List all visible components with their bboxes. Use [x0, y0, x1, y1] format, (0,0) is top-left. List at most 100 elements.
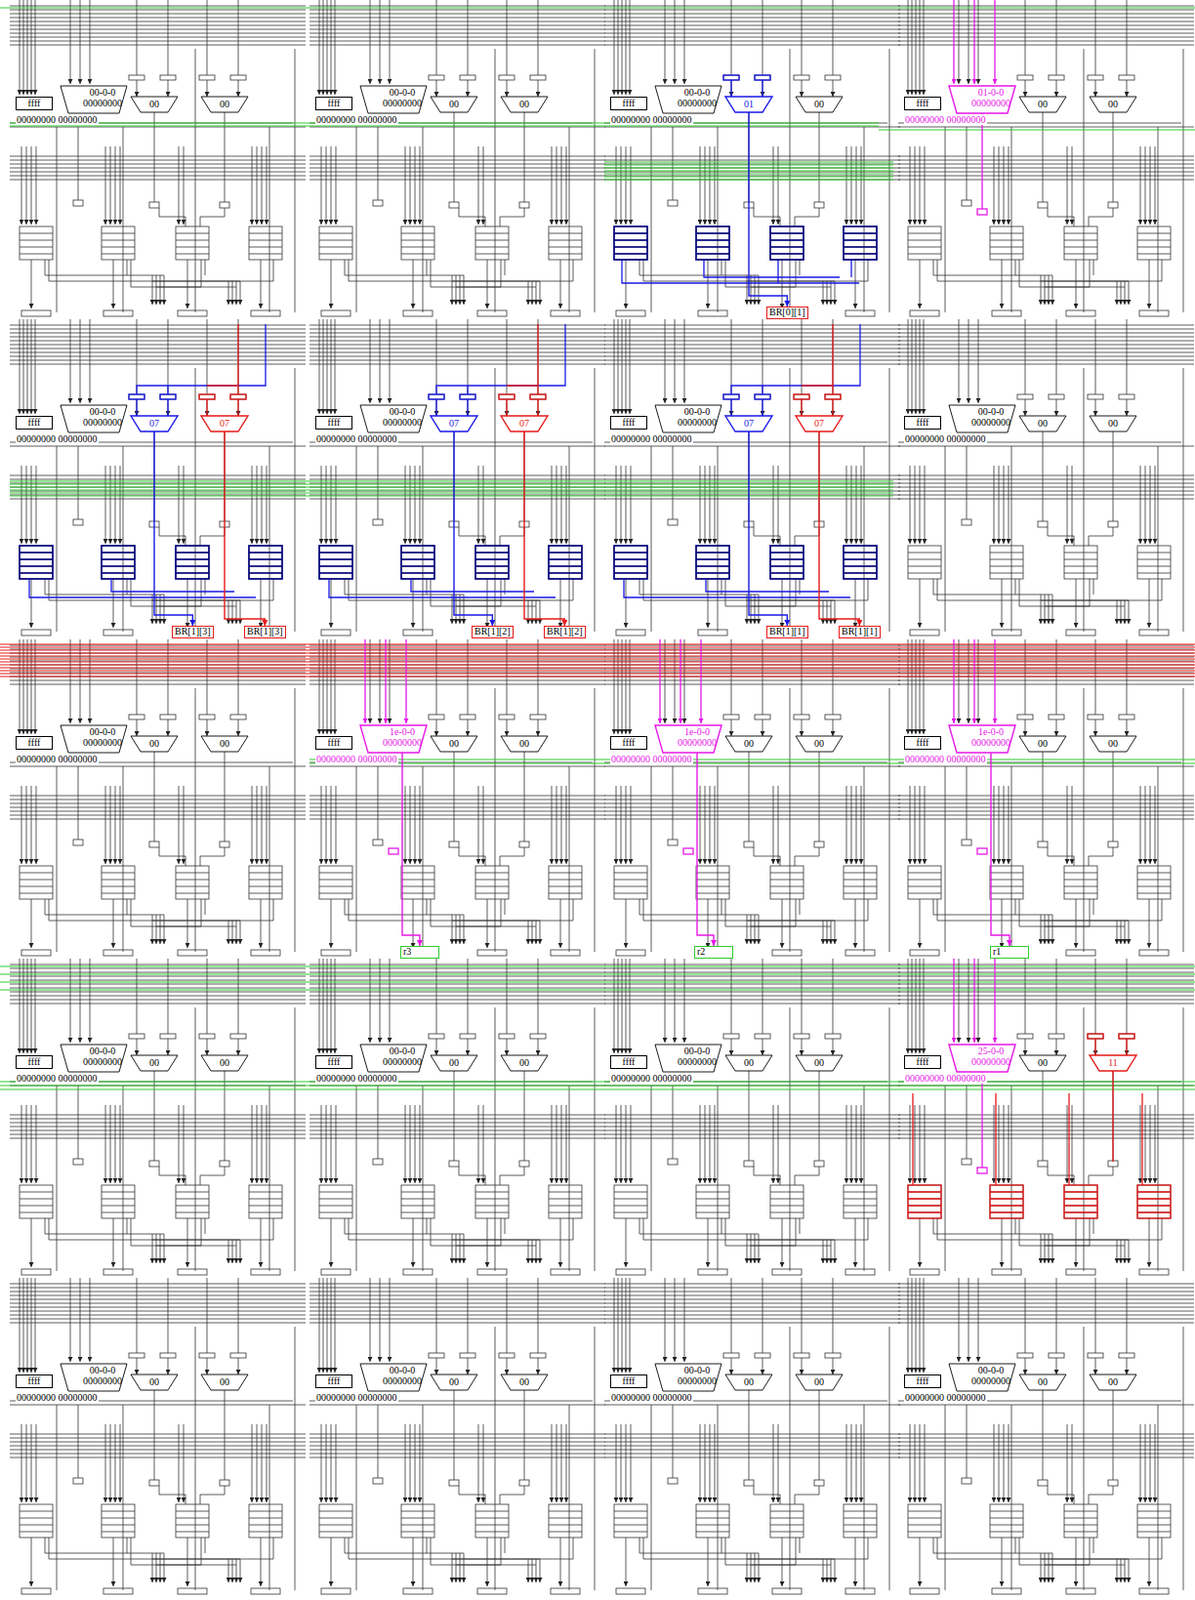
alu-config: 00000000: [948, 1375, 1033, 1387]
register-box: ffff: [15, 415, 53, 430]
alu-config: 00000000: [360, 737, 445, 748]
alu-trapezoid: 00-0-00000000000000000 00000000: [60, 1044, 145, 1072]
register-box: ffff: [15, 1374, 53, 1389]
alu-config: 00000000 00000000: [315, 433, 399, 445]
alu-config: 00000000 00000000: [610, 1392, 694, 1403]
alu-config: 00000000: [948, 416, 1033, 428]
branch-name: BR[1][1]: [769, 626, 806, 637]
register-text: ffff: [16, 1056, 52, 1069]
mux-trapezoid: 01: [725, 96, 773, 113]
mux-select: 00: [430, 738, 478, 749]
register-label: r2: [694, 946, 734, 959]
alu-opcode: 00-0-0: [360, 1045, 445, 1057]
mux-select: 00: [130, 738, 178, 749]
mux-trapezoid: 00: [500, 96, 548, 113]
register-text: ffff: [316, 97, 352, 110]
alu-opcode: 25-0-0: [948, 1045, 1033, 1057]
mux-trapezoid: 07: [725, 415, 773, 432]
alu-opcode: 00-0-0: [655, 1045, 740, 1057]
mux-trapezoid: 00: [430, 736, 478, 752]
register-box: ffff: [610, 415, 648, 430]
register-box: ffff: [904, 415, 942, 430]
mux-select: 01: [725, 98, 773, 110]
mux-select: 00: [1089, 1376, 1137, 1388]
alu-config: 00000000 00000000: [610, 433, 694, 445]
mux-trapezoid: 00: [201, 1055, 248, 1072]
mux-select: 00: [500, 1057, 548, 1069]
register-text: ffff: [16, 416, 52, 429]
connector: [453, 431, 493, 626]
register-box: ffff: [904, 96, 942, 111]
alu-trapezoid: 00-0-00000000000000000 00000000: [655, 1363, 740, 1392]
mux-trapezoid: 00: [130, 96, 178, 113]
alu-trapezoid: 1e-0-00000000000000000 00000000: [948, 725, 1033, 753]
alu-opcode: 1e-0-0: [655, 726, 740, 738]
mux-trapezoid: 07: [201, 415, 248, 432]
mux-select: 07: [130, 417, 178, 429]
register-box: ffff: [315, 1374, 353, 1389]
mux-trapezoid: 00: [795, 736, 843, 752]
alu-config: 00000000 00000000: [610, 114, 694, 125]
register-text: ffff: [611, 737, 647, 749]
alu-config: 00000000: [948, 737, 1033, 748]
alu-config: 00000000 00000000: [315, 1392, 399, 1403]
mux-trapezoid: 00: [201, 736, 248, 752]
register-text: ffff: [905, 97, 941, 110]
register-box: ffff: [904, 736, 942, 750]
mux-trapezoid: 00: [725, 736, 773, 752]
mux-trapezoid: 00: [130, 1374, 178, 1391]
register-box: ffff: [315, 415, 353, 430]
mux-trapezoid: 00: [500, 1374, 548, 1391]
alu-opcode: 00-0-0: [360, 1364, 445, 1376]
alu-opcode: 1e-0-0: [948, 726, 1033, 738]
mux-select: 00: [725, 1376, 773, 1388]
connector: [819, 431, 860, 626]
alu-config: 00000000: [360, 97, 445, 109]
alu-opcode: 00-0-0: [60, 1364, 145, 1376]
alu-trapezoid: 00-0-00000000000000000 00000000: [948, 1363, 1033, 1392]
register-text: ffff: [905, 1375, 941, 1388]
register-text: ffff: [16, 737, 52, 749]
register-text: ffff: [905, 416, 941, 429]
mux-select: 00: [500, 738, 548, 749]
alu-config: 00000000: [655, 737, 740, 748]
mux-trapezoid: 00: [725, 1055, 773, 1072]
alu-config: 00000000: [360, 1375, 445, 1387]
alu-opcode: 00-0-0: [360, 86, 445, 98]
alu-trapezoid: 1e-0-00000000000000000 00000000: [655, 725, 740, 753]
mux-select: 00: [1019, 1376, 1067, 1388]
mux-select: 00: [795, 1057, 843, 1069]
mux-select: 00: [500, 98, 548, 110]
alu-opcode: 01-0-0: [948, 86, 1033, 98]
register-text: ffff: [905, 1056, 941, 1069]
alu-config: 00000000: [948, 1056, 1033, 1068]
connector: [402, 752, 420, 947]
register-text: ffff: [316, 737, 352, 749]
mux-trapezoid: 07: [500, 415, 548, 432]
register-box: ffff: [904, 1055, 942, 1070]
register-box: ffff: [610, 96, 648, 111]
mux-trapezoid: 11: [1089, 1055, 1137, 1072]
branch-label: BR[1][3]: [171, 625, 214, 639]
mux-trapezoid: 00: [1019, 736, 1067, 752]
alu-config: 00000000: [60, 97, 145, 109]
mux-trapezoid: 00: [500, 736, 548, 752]
register-name: r1: [992, 947, 1029, 957]
connector: [524, 431, 565, 626]
alu-trapezoid: 00-0-00000000000000000 00000000: [655, 1044, 740, 1072]
alu-opcode: 00-0-0: [60, 726, 145, 738]
branch-name: BR[0][1]: [769, 307, 806, 318]
mux-trapezoid: 00: [795, 1055, 843, 1072]
alu-config: 00000000 00000000: [15, 1392, 99, 1403]
register-text: ffff: [16, 1375, 52, 1388]
register-box: ffff: [315, 1055, 353, 1070]
alu-config: 00000000 00000000: [904, 1392, 988, 1403]
mux-select: 00: [725, 738, 773, 749]
mux-select: 00: [795, 1376, 843, 1388]
alu-config: 00000000 00000000: [315, 114, 399, 125]
register-text: ffff: [611, 1375, 647, 1388]
mux-select: 00: [130, 1376, 178, 1388]
mux-select: 00: [130, 1057, 178, 1069]
mux-trapezoid: 00: [430, 96, 478, 113]
